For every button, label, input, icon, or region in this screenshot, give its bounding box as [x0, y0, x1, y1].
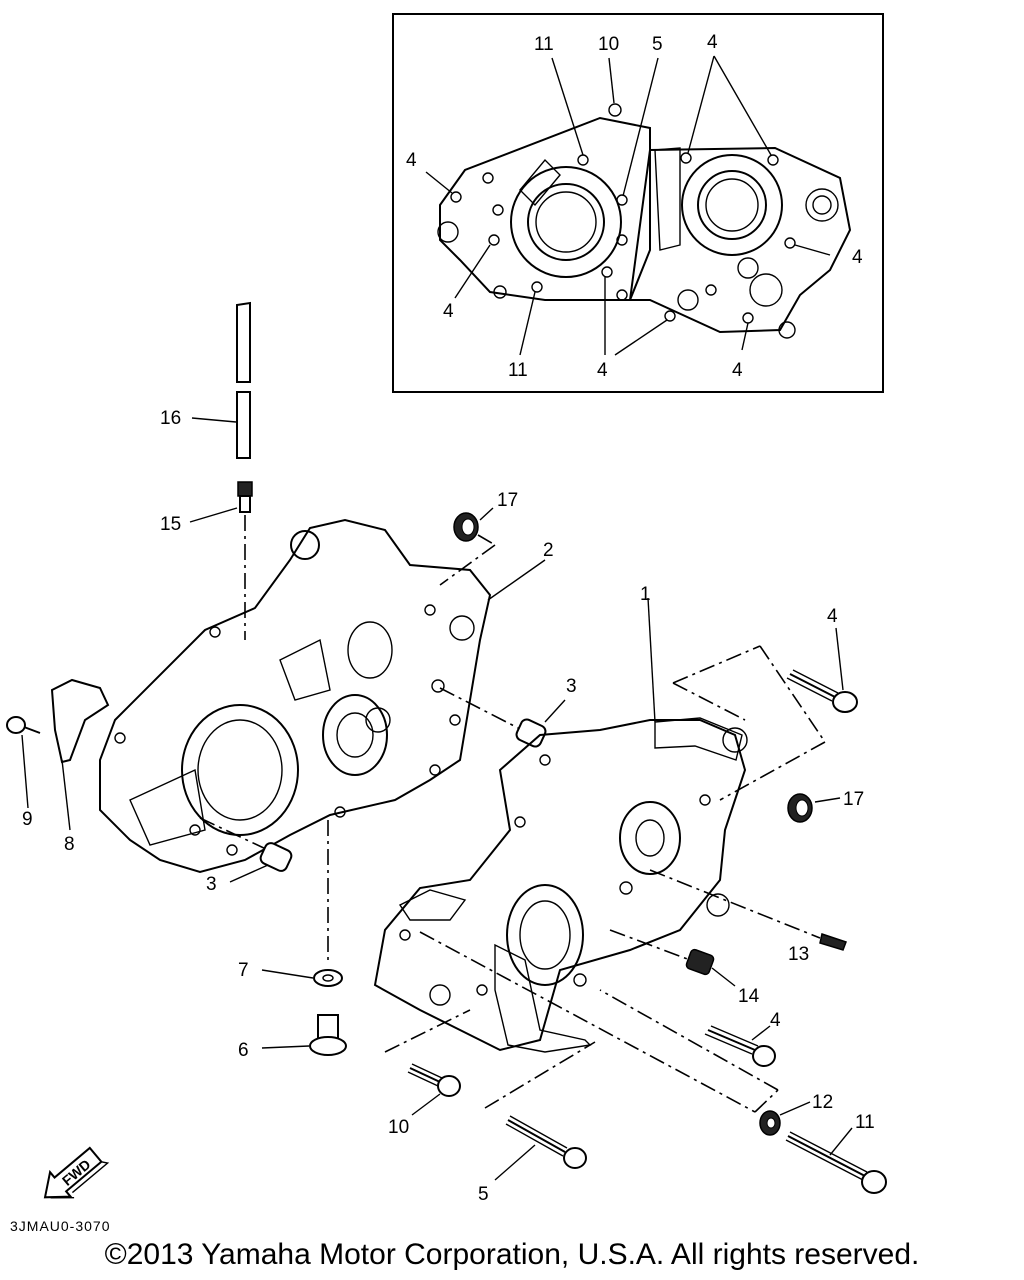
callout-8: 8 [64, 834, 75, 855]
callout-12: 12 [812, 1092, 833, 1113]
inset-callout-4-left: 4 [406, 150, 417, 171]
inset-callout-11-bottom: 11 [508, 360, 528, 381]
callout-10: 10 [388, 1117, 409, 1138]
callout-3-lower: 3 [206, 874, 217, 895]
callout-9: 9 [22, 809, 33, 830]
part-17-oil-seal-upper: 17 [439, 490, 518, 586]
part-14-collar: 14 [609, 929, 760, 1007]
part-3-dowel-lower: 3 [199, 817, 293, 895]
part-4-bolt-upper: 4 [786, 606, 858, 713]
inset-callout-4-right: 4 [852, 247, 863, 268]
inset-view: 11 10 5 4 4 4 4 11 4 4 [392, 13, 884, 393]
part-11-long-bolt: 11 [785, 1112, 887, 1194]
callout-1: 1 [640, 584, 651, 605]
part-7-washer: 7 [238, 820, 343, 987]
callout-17-lower: 17 [843, 789, 864, 810]
bolt-group-upper-outline [672, 645, 826, 801]
part-3-dowel-upper: 3 [439, 676, 577, 748]
callout-17-upper: 17 [497, 490, 518, 511]
callout-5: 5 [478, 1184, 489, 1205]
inset-callout-4-mid: 4 [443, 301, 454, 322]
part-13-plug: 13 [649, 869, 847, 965]
part-17-oil-seal-lower: 17 [787, 789, 864, 823]
reference-code: 3JMAU0-3070 [10, 1218, 111, 1234]
callout-11: 11 [855, 1112, 875, 1133]
callout-15: 15 [160, 514, 181, 535]
inset-callout-4-bottom-b: 4 [732, 360, 743, 381]
callout-6: 6 [238, 1040, 249, 1061]
callout-2: 2 [543, 540, 554, 561]
inset-callout-4-top: 4 [707, 32, 718, 53]
inset-callout-10: 10 [598, 34, 619, 55]
inset-callout-11-top: 11 [534, 34, 554, 55]
part-9-screw: 9 [6, 716, 41, 830]
part-12-washer: 12 [759, 1092, 833, 1136]
callout-7: 7 [238, 960, 249, 981]
callout-16: 16 [160, 408, 181, 429]
callout-14: 14 [738, 986, 760, 1007]
part-5-long-bolt: 5 [478, 1115, 587, 1205]
callout-4-lower: 4 [770, 1010, 781, 1031]
part-2-left-crankcase: 2 [99, 518, 554, 874]
part-1-right-crankcase: 1 [373, 584, 748, 1053]
bolt-group-lower-outline [384, 931, 779, 1113]
part-6-drain-bolt: 6 [238, 1014, 347, 1061]
part-15-fitting: 15 [160, 481, 253, 640]
callout-4-upper: 4 [827, 606, 838, 627]
callout-3-upper: 3 [566, 676, 577, 697]
part-8-bracket: 8 [50, 678, 110, 855]
exploded-parts-diagram: 11 10 5 4 4 4 4 11 4 4 16 15 [6, 13, 887, 1205]
fwd-arrow-icon: FWD [43, 1146, 110, 1199]
inset-callout-4-bottom-a: 4 [597, 360, 608, 381]
part-4-bolt-lower: 4 [704, 1010, 781, 1067]
inset-callout-5: 5 [652, 34, 663, 55]
callout-13: 13 [788, 944, 809, 965]
part-10-bolt: 10 [388, 1063, 461, 1138]
copyright-notice: ©2013 Yamaha Motor Corporation, U.S.A. A… [104, 1238, 920, 1271]
part-16-pipe: 16 [160, 301, 251, 459]
